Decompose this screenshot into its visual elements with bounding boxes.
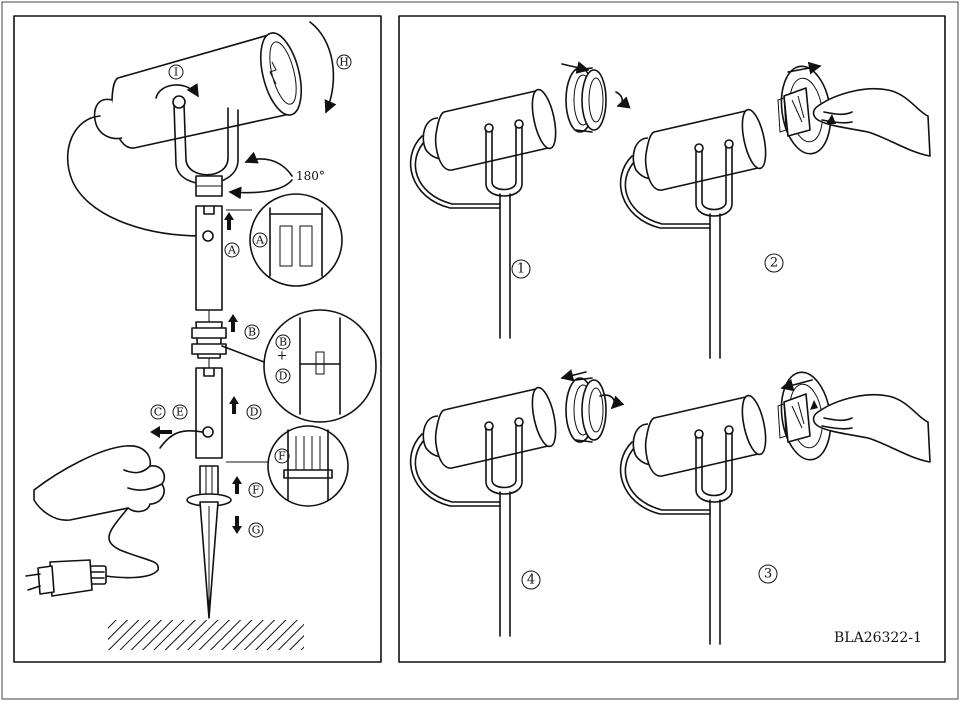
svg-text:3: 3 <box>764 567 772 582</box>
svg-text:H: H <box>339 56 349 69</box>
callout-f-detail: F <box>274 448 290 464</box>
arrow-up-d <box>229 396 239 414</box>
svg-text:A: A <box>227 244 237 257</box>
svg-text:D: D <box>279 370 288 383</box>
svg-text:C: C <box>154 406 162 419</box>
svg-text:B: B <box>279 336 287 349</box>
model-code: BLA26322-1 <box>834 630 922 646</box>
spotlight-head <box>93 32 303 197</box>
rotate-arrow-i <box>155 83 199 99</box>
svg-text:F: F <box>278 450 286 463</box>
ground-spike <box>186 465 232 619</box>
connector-b <box>191 310 227 368</box>
power-plug <box>25 559 107 597</box>
rotation-label: 180° <box>296 169 325 183</box>
arrow-up-b <box>228 314 238 332</box>
svg-text:D: D <box>250 406 259 419</box>
callout-i: I <box>168 64 184 80</box>
svg-text:B: B <box>248 326 256 339</box>
callout-a: A <box>224 242 240 258</box>
svg-text:E: E <box>176 406 184 419</box>
callout-a-detail: A <box>252 232 268 248</box>
arrow-down-g <box>232 516 242 534</box>
step-4-illustration <box>409 369 625 637</box>
svg-text:2: 2 <box>770 256 778 271</box>
svg-text:1: 1 <box>517 262 525 277</box>
power-cable-upper <box>67 115 203 237</box>
callout-d-detail: D <box>275 368 291 384</box>
step-3-illustration <box>619 368 931 645</box>
arrow-up-a <box>224 212 234 230</box>
callout-d: D <box>246 404 262 420</box>
power-cable-lower <box>159 430 203 449</box>
right-panel-frame <box>398 15 946 663</box>
left-panel-frame <box>13 15 382 663</box>
svg-text:A: A <box>255 234 265 247</box>
step-2-illustration <box>619 61 931 359</box>
step-1-label: 1 <box>511 259 531 279</box>
callout-b: B <box>244 324 260 340</box>
callout-c: C <box>150 404 166 420</box>
detail-circle-f <box>226 425 349 507</box>
step-2-label: 2 <box>764 253 784 273</box>
ground-hatch <box>108 620 304 650</box>
svg-text:4: 4 <box>527 573 535 588</box>
left-panel: 180° <box>13 15 382 663</box>
step-1-illustration <box>409 61 631 339</box>
callout-f: F <box>248 482 264 498</box>
detail-circle-bd: + <box>221 309 377 423</box>
svg-text:F: F <box>252 484 260 497</box>
tube-a <box>195 205 223 311</box>
step-3-label: 3 <box>758 564 778 584</box>
detail-circle-a <box>226 193 343 287</box>
plug-cable <box>105 507 159 579</box>
callout-g: G <box>248 522 264 538</box>
step-4-label: 4 <box>521 570 541 590</box>
right-panel: 1 2 4 <box>398 15 946 663</box>
callout-b-detail: B <box>275 334 291 350</box>
callout-h: H <box>336 54 352 70</box>
tube-d <box>195 367 223 459</box>
svg-text:I: I <box>174 66 178 79</box>
arrow-up-f <box>232 476 242 494</box>
svg-text:+: + <box>277 349 288 364</box>
callout-e: E <box>172 404 188 420</box>
rotate-arrow-h <box>309 21 337 114</box>
rotate-arrow-180 <box>244 151 293 177</box>
svg-text:G: G <box>252 524 261 537</box>
arrow-left-ce <box>150 426 172 438</box>
hand-holding-cable <box>33 445 166 521</box>
